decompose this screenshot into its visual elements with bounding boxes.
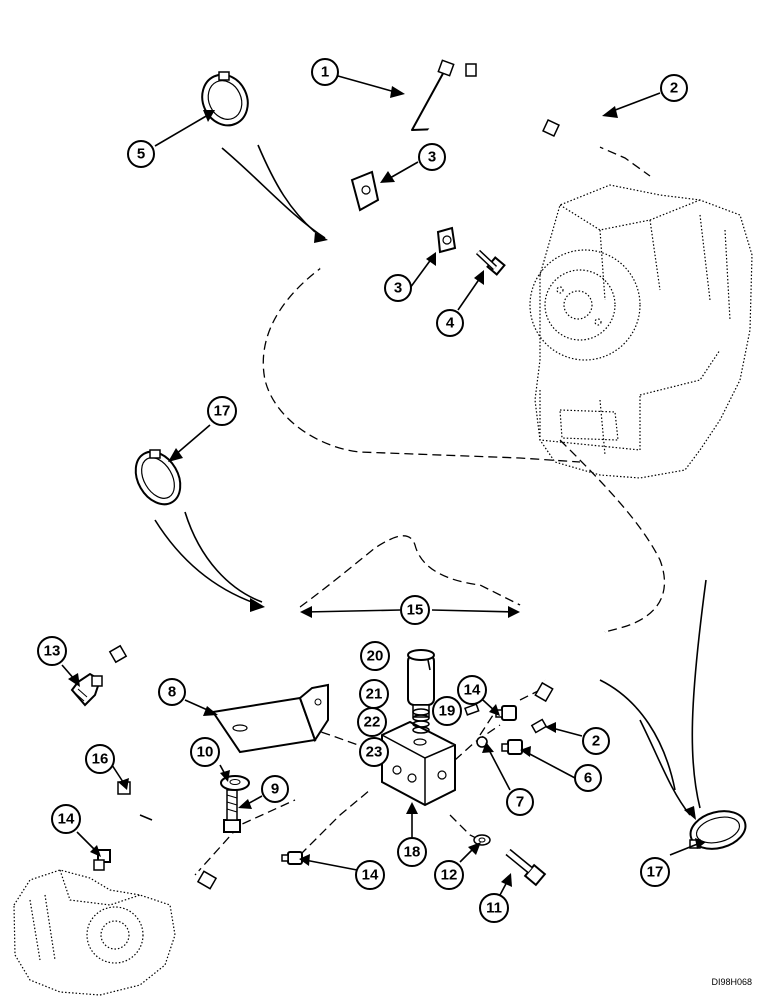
hose-clamp-17-upper xyxy=(134,449,182,506)
callout-20: 20 xyxy=(360,641,390,671)
callout-7: 7 xyxy=(506,788,534,816)
callout-5: 5 xyxy=(127,140,155,168)
leader-lines xyxy=(61,75,707,896)
valve-block-18 xyxy=(381,720,456,807)
bolt-4 xyxy=(475,249,506,276)
callout-17-lower: 17 xyxy=(640,857,670,887)
callout-14-top: 14 xyxy=(457,675,487,705)
transmission-housing xyxy=(529,184,753,479)
callout-2-upper: 2 xyxy=(660,74,688,102)
bolt-9 xyxy=(223,789,241,833)
callout-15: 15 xyxy=(400,595,430,625)
svg-text:8: 8 xyxy=(168,684,176,701)
svg-text:3: 3 xyxy=(394,280,402,297)
svg-text:21: 21 xyxy=(366,686,383,703)
callout-3-upper: 3 xyxy=(418,143,446,171)
pipe-clip-upper xyxy=(350,170,380,212)
svg-text:11: 11 xyxy=(486,900,502,917)
fitting-14-lower xyxy=(281,851,303,865)
hose-clamp-5 xyxy=(201,71,249,127)
bolt-11 xyxy=(505,848,547,887)
callout-10: 10 xyxy=(190,737,220,767)
svg-text:10: 10 xyxy=(197,744,214,761)
callout-1: 1 xyxy=(311,58,339,86)
svg-text:14: 14 xyxy=(362,867,379,884)
fitting-14-pump xyxy=(93,849,111,871)
callout-22: 22 xyxy=(357,707,387,737)
svg-text:17: 17 xyxy=(214,403,231,420)
figure-code: DI98H068 xyxy=(711,977,752,987)
svg-text:1: 1 xyxy=(321,64,329,81)
callout-13: 13 xyxy=(37,636,67,666)
hose-clamp-17-lower xyxy=(689,810,747,850)
svg-text:19: 19 xyxy=(439,703,456,720)
pipe-clip-lower xyxy=(436,226,457,254)
svg-text:2: 2 xyxy=(592,733,600,750)
callout-4: 4 xyxy=(436,309,464,337)
bracket-8 xyxy=(211,683,329,754)
callout-8: 8 xyxy=(158,678,186,706)
callout-21: 21 xyxy=(359,679,389,709)
svg-text:3: 3 xyxy=(428,149,436,166)
svg-text:14: 14 xyxy=(464,682,481,699)
callout-17-upper: 17 xyxy=(207,396,237,426)
callout-16: 16 xyxy=(85,744,115,774)
svg-text:23: 23 xyxy=(366,744,383,761)
svg-text:14: 14 xyxy=(58,811,75,828)
solenoid-20 xyxy=(407,649,435,718)
svg-text:5: 5 xyxy=(137,146,145,163)
washer-12 xyxy=(473,834,491,846)
svg-text:22: 22 xyxy=(364,714,381,731)
svg-text:18: 18 xyxy=(404,844,421,861)
svg-text:12: 12 xyxy=(441,867,458,884)
svg-text:2: 2 xyxy=(670,80,678,97)
spring-21-22-23 xyxy=(412,708,430,734)
callout-2-lower: 2 xyxy=(582,727,610,755)
tube-16 xyxy=(117,762,218,890)
callout-14-lower: 14 xyxy=(355,860,385,890)
callout-6: 6 xyxy=(574,764,602,792)
callout-19: 19 xyxy=(432,696,462,726)
svg-text:9: 9 xyxy=(271,781,279,798)
svg-text:4: 4 xyxy=(446,315,455,332)
callout-23: 23 xyxy=(359,737,389,767)
callout-9: 9 xyxy=(261,775,289,803)
svg-text:20: 20 xyxy=(367,648,384,665)
svg-text:7: 7 xyxy=(516,794,524,811)
o-ring-7 xyxy=(476,736,488,748)
callout-14-pump: 14 xyxy=(51,804,81,834)
svg-text:17: 17 xyxy=(647,864,664,881)
pump-housing xyxy=(13,869,176,996)
callout-3-lower: 3 xyxy=(384,274,412,302)
callout-12: 12 xyxy=(434,860,464,890)
tube-upper-steel xyxy=(319,59,608,270)
callout-18: 18 xyxy=(397,837,427,867)
tube-lower-2 xyxy=(530,630,607,734)
callout-11: 11 xyxy=(479,893,509,923)
svg-text:16: 16 xyxy=(92,751,109,768)
routing-dashed-lines xyxy=(194,144,666,876)
dowel-pin-19 xyxy=(464,703,480,716)
svg-text:15: 15 xyxy=(407,602,424,619)
adapter-6 xyxy=(501,739,523,755)
svg-text:13: 13 xyxy=(44,643,61,660)
tube-lower-15 xyxy=(108,603,554,703)
svg-text:6: 6 xyxy=(584,770,592,787)
